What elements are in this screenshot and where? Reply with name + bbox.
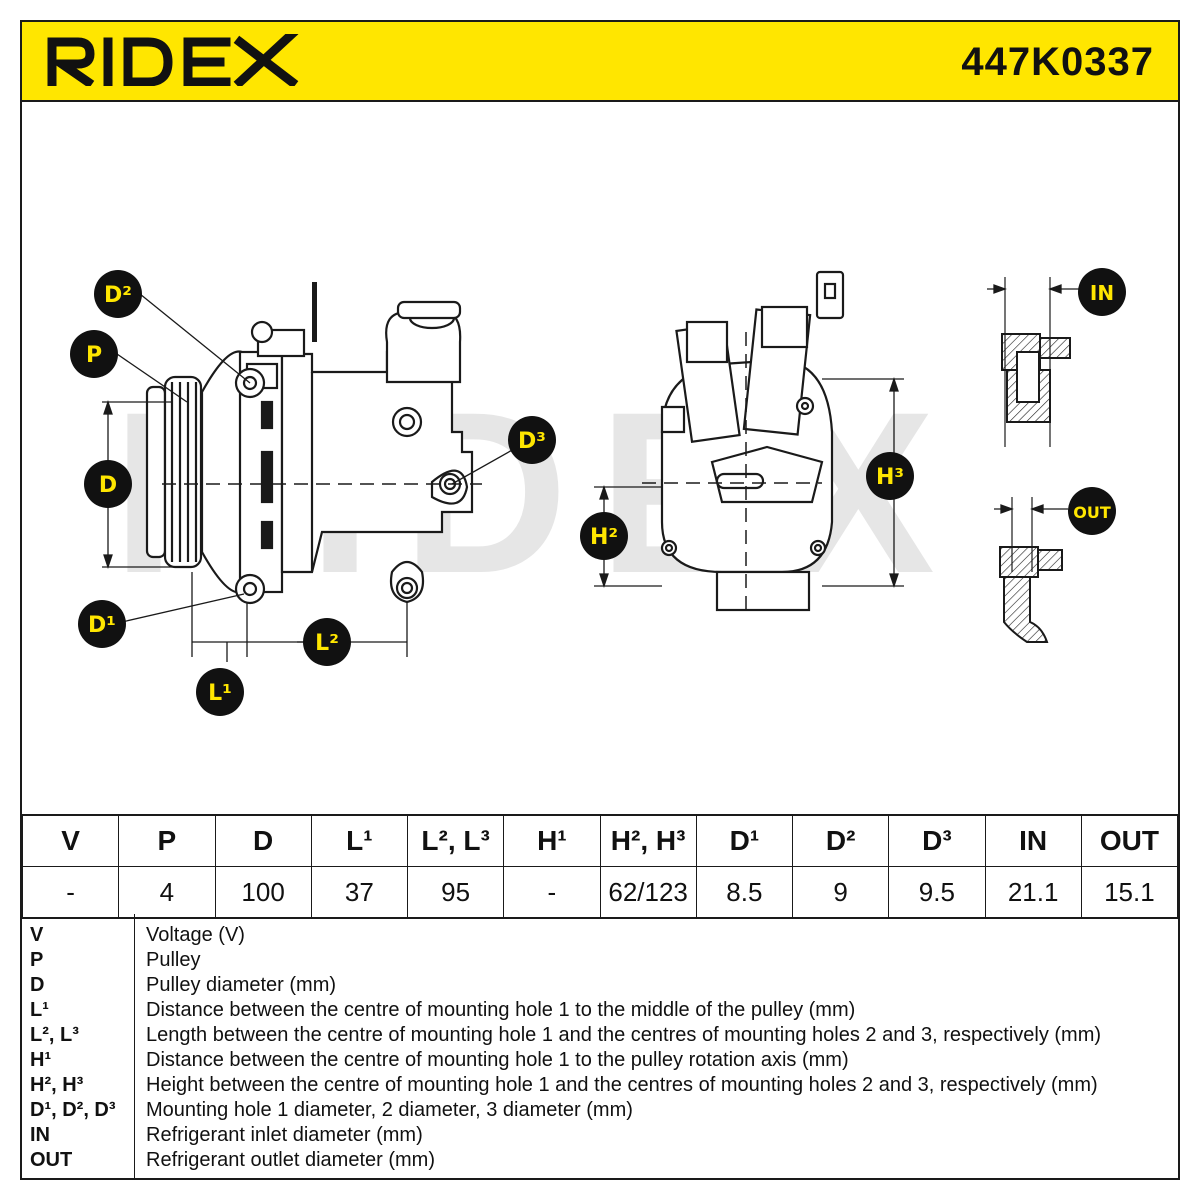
spec-header-cell: V (21, 814, 120, 867)
legend-key: L¹ (30, 999, 49, 1021)
compressor-side-view (145, 282, 482, 605)
spec-header-cell: D² (791, 814, 890, 867)
legend-key: L², L³ (30, 1024, 79, 1046)
legend-description: Length between the centre of mounting ho… (146, 1024, 1102, 1046)
svg-text:D²: D² (104, 283, 132, 308)
legend-key: P (30, 949, 44, 971)
spec-header-cell: L², L³ (406, 814, 505, 867)
spec-header-cell: D³ (888, 814, 986, 867)
spec-value-cell: - (503, 866, 601, 919)
spec-header-cell: H¹ (503, 814, 601, 867)
spec-value-row: - 4 100 37 95 - 62/123 8.5 9 9.5 21.1 15… (21, 866, 1179, 919)
svg-text:OUT: OUT (1073, 503, 1111, 522)
legend-row: D¹, D², D³ Mounting hole 1 diameter, 2 d… (22, 1099, 1178, 1124)
legend-key: H², H³ (30, 1074, 84, 1096)
legend-row: L², L³ Length between the centre of moun… (22, 1024, 1178, 1049)
label-badge-d: D (84, 460, 132, 508)
spec-value-cell: 62/123 (599, 866, 697, 919)
legend: V Voltage (V) P Pulley D Pulley diameter… (22, 914, 1178, 1178)
label-badge-h3: H³ (866, 452, 914, 500)
fitting-in-section (1001, 277, 1071, 447)
datasheet: 447K0337 RIDEX (20, 20, 1180, 1180)
legend-key: D¹, D², D³ (30, 1099, 116, 1121)
legend-row: V Voltage (V) (22, 924, 1178, 949)
svg-text:P: P (86, 343, 102, 368)
spec-header-cell: D (214, 814, 312, 867)
svg-text:D³: D³ (518, 429, 546, 454)
spec-value-cell: 15.1 (1080, 866, 1179, 919)
legend-description: Distance between the centre of mounting … (146, 1049, 849, 1071)
spec-header-cell: IN (984, 814, 1082, 867)
legend-description: Mounting hole 1 diameter, 2 diameter, 3 … (146, 1099, 633, 1121)
spec-value-cell: 37 (310, 866, 409, 919)
legend-key: D (30, 974, 45, 996)
svg-text:D: D (99, 473, 117, 498)
spec-header-row: V P D L¹ L², L³ H¹ H², H³ D¹ D² D³ IN OU… (21, 814, 1179, 867)
dimension-lines-middle (594, 376, 904, 589)
legend-description: Pulley (146, 949, 201, 971)
ridex-logo (44, 27, 304, 91)
label-badge-h2: H² (580, 512, 628, 560)
legend-description: Height between the centre of mounting ho… (146, 1074, 1098, 1096)
spec-value-cell: 95 (406, 866, 505, 919)
label-badge-d2: D² (94, 270, 142, 318)
spec-value-cell: 100 (214, 866, 312, 919)
legend-key: V (30, 924, 44, 946)
spec-table: V P D L¹ L², L³ H¹ H², H³ D¹ D² D³ IN OU… (21, 814, 1179, 919)
legend-description: Refrigerant inlet diameter (mm) (146, 1124, 423, 1146)
legend-description: Distance between the centre of mounting … (146, 999, 856, 1021)
spec-header-cell: OUT (1080, 814, 1179, 867)
spec-value-cell: 21.1 (984, 866, 1082, 919)
svg-text:L²: L² (315, 631, 339, 656)
spec-value-cell: - (21, 866, 120, 919)
spec-header-cell: H², H³ (599, 814, 697, 867)
spec-header-cell: L¹ (310, 814, 409, 867)
legend-row: IN Refrigerant inlet diameter (mm) (22, 1124, 1178, 1149)
spec-value-cell: 4 (118, 866, 216, 919)
svg-text:L¹: L¹ (208, 681, 232, 706)
legend-description: Voltage (V) (146, 924, 245, 946)
legend-row: OUT Refrigerant outlet diameter (mm) (22, 1149, 1178, 1174)
svg-text:IN: IN (1090, 281, 1114, 305)
spec-value-cell: 9 (791, 866, 890, 919)
legend-key: IN (30, 1124, 50, 1146)
compressor-rear-view (642, 270, 845, 612)
svg-text:H²: H² (590, 525, 618, 550)
svg-text:H³: H³ (876, 465, 904, 490)
label-badge-p: P (70, 330, 118, 378)
legend-divider (134, 914, 135, 1178)
spec-header-cell: D¹ (695, 814, 794, 867)
legend-key: OUT (30, 1149, 73, 1171)
spec-value-cell: 8.5 (695, 866, 794, 919)
legend-row: L¹ Distance between the centre of mounti… (22, 999, 1178, 1024)
fitting-out-section (999, 497, 1063, 643)
part-number: 447K0337 (961, 40, 1154, 84)
legend-description: Pulley diameter (mm) (146, 974, 337, 996)
label-badge-d1: D¹ (78, 600, 126, 648)
legend-description: Refrigerant outlet diameter (mm) (146, 1149, 435, 1171)
legend-row: H¹ Distance between the centre of mounti… (22, 1049, 1178, 1074)
svg-text:D¹: D¹ (88, 613, 116, 638)
spec-header-cell: P (118, 814, 216, 867)
label-badge-in: IN (1078, 268, 1126, 316)
legend-row: H², H³ Height between the centre of moun… (22, 1074, 1178, 1099)
header-bar: 447K0337 (22, 22, 1178, 102)
legend-row: D Pulley diameter (mm) (22, 974, 1178, 999)
label-badge-l1: L¹ (196, 668, 244, 716)
label-badge-d3: D³ (508, 416, 556, 464)
spec-value-cell: 9.5 (888, 866, 986, 919)
technical-drawing: RIDEX (22, 102, 1178, 814)
fitting-dimension-lines (987, 284, 1080, 514)
legend-row: P Pulley (22, 949, 1178, 974)
label-badge-l2: L² (303, 618, 351, 666)
label-badge-out: OUT (1068, 487, 1116, 535)
legend-key: H¹ (30, 1049, 52, 1071)
